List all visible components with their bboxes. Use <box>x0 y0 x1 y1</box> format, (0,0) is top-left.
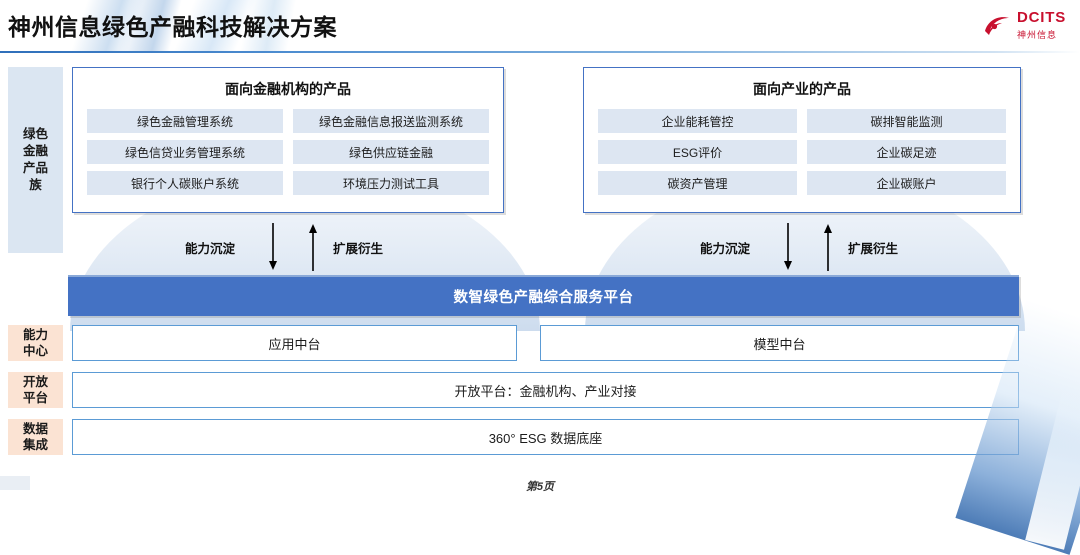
product-chip[interactable]: 银行个人碳账户系统 <box>87 171 283 195</box>
flow-annotation-left: 能力沉淀 扩展衍生 <box>185 223 383 271</box>
panel-industry-products: 面向产业的产品 企业能耗管控 碳排智能监测 ESG评价 企业碳足迹 碳资产管理 … <box>583 67 1021 213</box>
flow-down-label: 能力沉淀 <box>185 241 236 256</box>
panel-financial-institution-products: 面向金融机构的产品 绿色金融管理系统 绿色金融信息报送监测系统 绿色信贷业务管理… <box>72 67 504 213</box>
flow-annotation-right: 能力沉淀 扩展衍生 <box>700 223 898 271</box>
header-divider <box>0 51 1080 53</box>
panel-title: 面向产业的产品 <box>753 81 851 97</box>
rail-label-text: 绿色 金融 产品 族 <box>22 127 48 192</box>
box-data-foundation[interactable]: 360° ESG 数据底座 <box>72 419 1019 455</box>
product-chip[interactable]: 绿色金融信息报送监测系统 <box>293 109 489 133</box>
product-chip[interactable]: 绿色信贷业务管理系统 <box>87 140 283 164</box>
flow-up-label: 扩展衍生 <box>333 241 384 256</box>
page-title: 神州信息绿色产融科技解决方案 <box>8 14 337 40</box>
flow-up-label: 扩展衍生 <box>848 241 899 256</box>
rail-label-text: 开放 平台 <box>22 374 48 405</box>
product-chip[interactable]: 碳资产管理 <box>598 171 797 195</box>
product-chip[interactable]: 企业能耗管控 <box>598 109 797 133</box>
logo-text-cn: 神州信息 <box>1017 30 1058 40</box>
product-chip[interactable]: 企业碳足迹 <box>807 140 1006 164</box>
arrow-down-icon <box>782 223 794 271</box>
company-logo: DCITS 神州信息 <box>982 10 1066 42</box>
panel-item-grid: 企业能耗管控 碳排智能监测 ESG评价 企业碳足迹 碳资产管理 企业碳账户 <box>584 109 1020 207</box>
rail-label-text: 数据 集成 <box>22 421 48 452</box>
platform-bar[interactable]: 数智绿色产融综合服务平台 <box>68 275 1019 316</box>
diagram-canvas: 绿色 金融 产品 族 能力 中心 开放 平台 数据 集成 面向金融机构的产品 绿… <box>0 53 1080 502</box>
swoosh-logo-icon <box>982 14 1012 38</box>
product-chip[interactable]: 碳排智能监测 <box>807 109 1006 133</box>
product-chip[interactable]: 绿色金融管理系统 <box>87 109 283 133</box>
panel-title: 面向金融机构的产品 <box>225 81 351 97</box>
panel-item-grid: 绿色金融管理系统 绿色金融信息报送监测系统 绿色信贷业务管理系统 绿色供应链金融… <box>73 109 503 207</box>
rail-label-ability-center: 能力 中心 <box>8 325 63 361</box>
rail-label-green-finance-family: 绿色 金融 产品 族 <box>8 67 63 253</box>
box-model-midend[interactable]: 模型中台 <box>540 325 1019 361</box>
box-application-midend[interactable]: 应用中台 <box>72 325 517 361</box>
product-chip[interactable]: 绿色供应链金融 <box>293 140 489 164</box>
product-chip[interactable]: ESG评价 <box>598 140 797 164</box>
bottom-left-decoration <box>0 476 30 490</box>
logo-text-en: DCITS <box>1017 9 1066 26</box>
rail-label-open-platform: 开放 平台 <box>8 372 63 408</box>
arrow-up-icon <box>307 223 319 271</box>
box-open-platform[interactable]: 开放平台：金融机构、产业对接 <box>72 372 1019 408</box>
flow-down-label: 能力沉淀 <box>700 241 751 256</box>
page-header: 神州信息绿色产融科技解决方案 DCITS 神州信息 <box>0 0 1080 53</box>
header-decoration <box>0 0 420 53</box>
rail-label-data-integration: 数据 集成 <box>8 419 63 455</box>
product-chip[interactable]: 环境压力测试工具 <box>293 171 489 195</box>
arrow-down-icon <box>267 223 279 271</box>
rail-label-text: 能力 中心 <box>22 327 48 358</box>
arrow-up-icon <box>822 223 834 271</box>
page-number: 第5页 <box>525 481 555 493</box>
product-chip[interactable]: 企业碳账户 <box>807 171 1006 195</box>
